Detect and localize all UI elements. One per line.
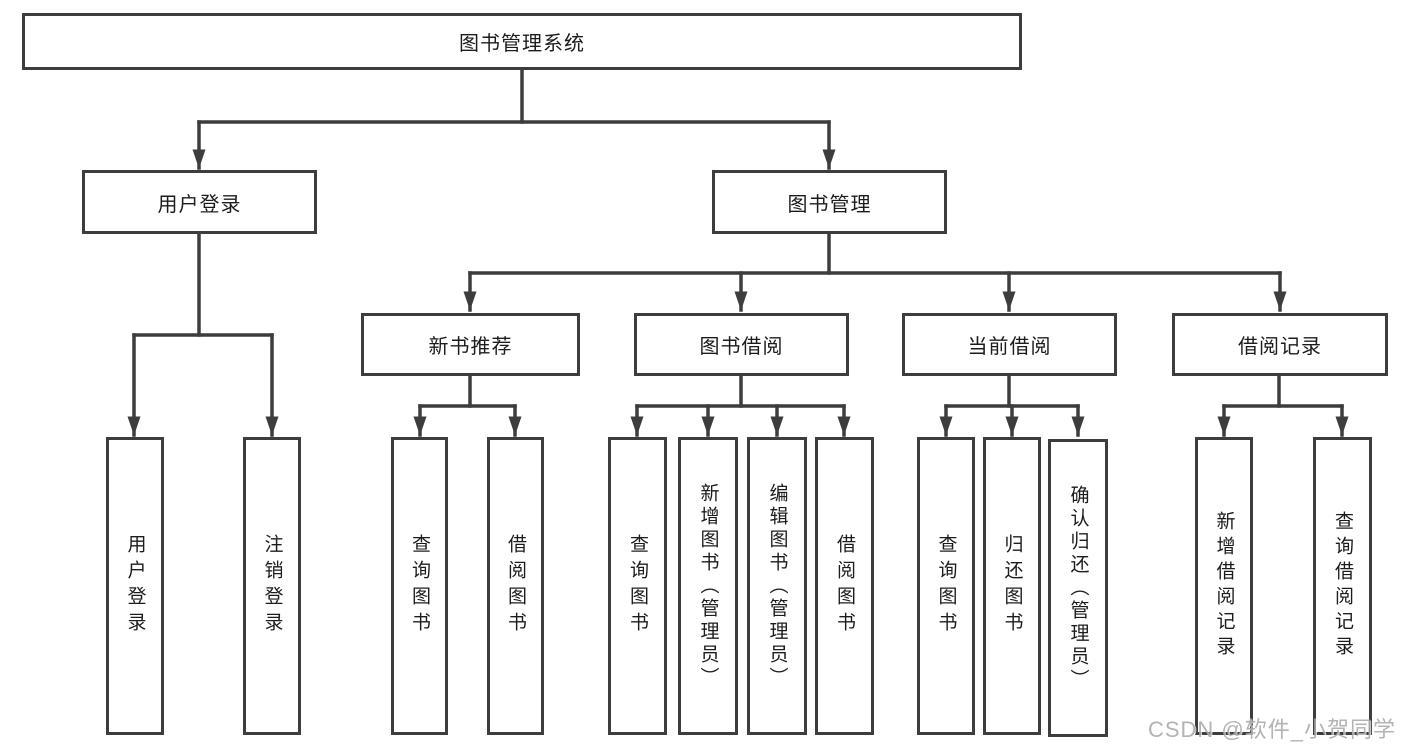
- leaf-user-login-label: 用户登录: [124, 534, 146, 638]
- node-book-borrowing-label: 图书借阅: [699, 336, 784, 358]
- leaf-edit-book-admin: 编辑图书（管理员）: [747, 437, 807, 735]
- leaf-recommend-borrow-books-label: 借阅图书: [505, 534, 526, 638]
- leaf-query-borrowing-record: 查询借阅记录: [1313, 437, 1372, 735]
- leaf-logout-login: 注销登录: [243, 437, 301, 735]
- leaf-recommend-query-books: 查询图书: [391, 437, 448, 735]
- leaf-edit-book-admin-label: 编辑图书（管理员）: [766, 482, 788, 690]
- leaf-add-book-admin-label: 新增图书（管理员）: [697, 482, 719, 690]
- node-current-borrowing: 当前借阅: [902, 313, 1117, 376]
- node-user-login: 用户登录: [82, 170, 317, 234]
- leaf-add-borrowing-record-label: 新增借阅记录: [1213, 511, 1235, 661]
- node-new-book-recommendation-label: 新书推荐: [428, 336, 513, 358]
- node-library-system: 图书管理系统: [22, 13, 1022, 70]
- leaf-current-query-books: 查询图书: [917, 437, 975, 735]
- node-book-borrowing: 图书借阅: [634, 313, 849, 376]
- leaf-recommend-borrow-books: 借阅图书: [487, 437, 544, 735]
- leaf-current-query-books-label: 查询图书: [935, 534, 957, 638]
- leaf-add-book-admin: 新增图书（管理员）: [678, 437, 738, 735]
- leaf-borrowing-borrow-books: 借阅图书: [815, 437, 874, 735]
- leaf-recommend-query-books-label: 查询图书: [409, 534, 430, 638]
- csdn-watermark: CSDN @软件_小贺同学: [1147, 717, 1396, 742]
- leaf-borrowing-query-books: 查询图书: [608, 437, 667, 735]
- node-library-system-label: 图书管理系统: [459, 33, 585, 55]
- node-current-borrowing-label: 当前借阅: [967, 336, 1052, 358]
- node-borrowing-records-label: 借阅记录: [1238, 336, 1322, 358]
- leaf-add-borrowing-record: 新增借阅记录: [1195, 437, 1253, 735]
- node-borrowing-records: 借阅记录: [1172, 313, 1388, 376]
- leaf-return-books-label: 归还图书: [1001, 534, 1023, 638]
- node-book-management-label: 图书管理: [787, 193, 872, 216]
- node-user-login-label: 用户登录: [157, 193, 242, 216]
- leaf-return-books: 归还图书: [983, 437, 1041, 735]
- leaf-borrowing-borrow-books-label: 借阅图书: [834, 534, 855, 638]
- node-book-management: 图书管理: [712, 170, 947, 234]
- leaf-query-borrowing-record-label: 查询借阅记录: [1332, 511, 1353, 661]
- leaf-logout-login-label: 注销登录: [261, 534, 283, 638]
- leaf-borrowing-query-books-label: 查询图书: [627, 534, 648, 638]
- leaf-confirm-return-admin: 确认归还（管理员）: [1048, 439, 1108, 737]
- leaf-confirm-return-admin-label: 确认归还（管理员）: [1067, 484, 1089, 692]
- node-new-book-recommendation: 新书推荐: [361, 313, 580, 376]
- leaf-user-login: 用户登录: [106, 437, 164, 735]
